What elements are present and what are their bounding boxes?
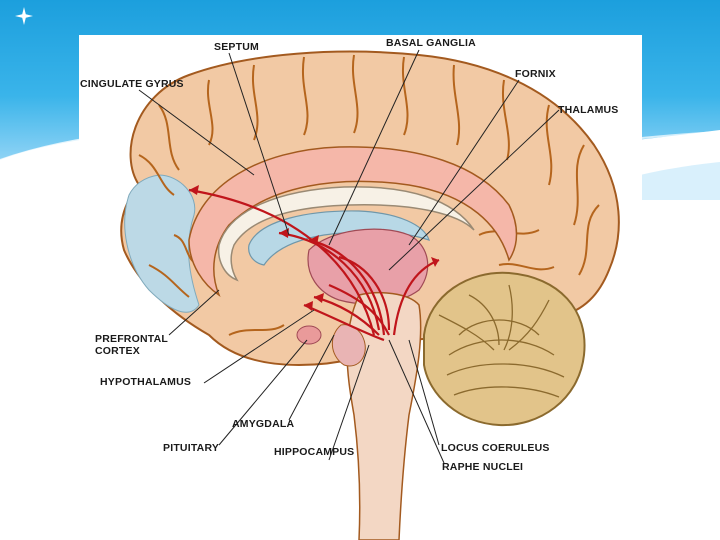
label-thalamus: THALAMUS [558, 104, 619, 116]
star-icon [14, 6, 34, 26]
label-locus-coeruleus: LOCUS COERULEUS [441, 442, 550, 454]
label-fornix: FORNIX [515, 68, 556, 80]
label-amygdala: AMYGDALA [232, 418, 294, 430]
brain-diagram: SEPTUM BASAL GANGLIA CINGULATE GYRUS FOR… [79, 35, 642, 540]
label-prefrontal-cortex: PREFRONTAL CORTEX [95, 333, 168, 357]
label-basal-ganglia: BASAL GANGLIA [386, 37, 476, 49]
label-septum: SEPTUM [214, 41, 259, 53]
label-cingulate-gyrus: CINGULATE GYRUS [80, 78, 184, 90]
label-pituitary: PITUITARY [163, 442, 219, 454]
label-raphe-nuclei: RAPHE NUCLEI [442, 461, 523, 473]
label-hippocampus: HIPPOCAMPUS [274, 446, 354, 458]
label-hypothalamus: HYPOTHALAMUS [100, 376, 191, 388]
